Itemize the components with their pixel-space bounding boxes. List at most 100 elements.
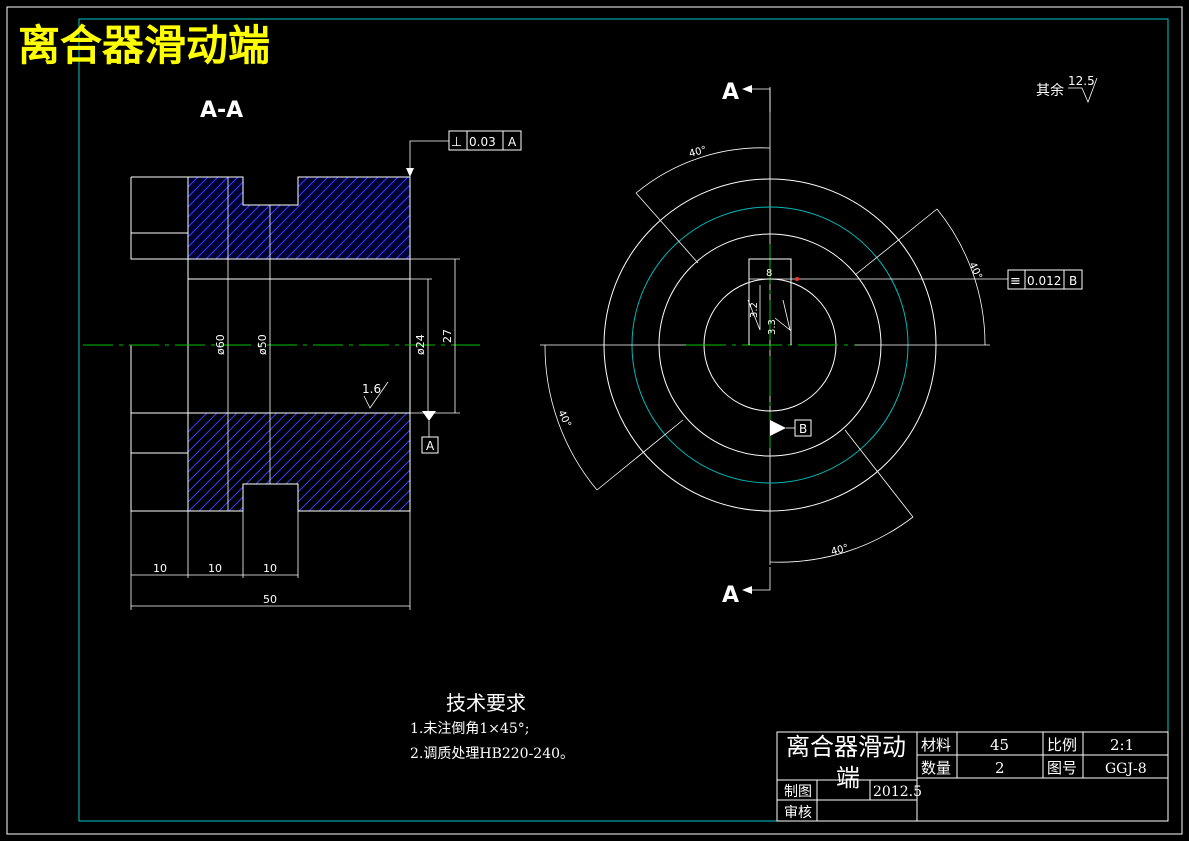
hatch-line (259, 177, 356, 259)
angle-label-2: 40° (966, 261, 983, 282)
section-label: A-A (200, 98, 243, 123)
hatch-line (389, 177, 410, 259)
hatch-line (188, 413, 296, 511)
hatch-line (319, 177, 410, 259)
hatch-line (460, 170, 555, 265)
hatch-line (339, 177, 410, 259)
hatch-line (188, 177, 216, 259)
inner-frame (78, 18, 1169, 822)
dim-10-c: 10 (263, 562, 277, 575)
hatch-line (309, 413, 410, 511)
hatch-line (188, 413, 226, 511)
hatch-line (409, 413, 410, 511)
hatch-line (490, 170, 585, 265)
keyway-width: 8 (766, 268, 772, 279)
hatch-line (289, 177, 386, 259)
end-view: A A 8 3.3 3.2 ≡ 0.012 B B 40 (540, 80, 1083, 608)
hatch-line (299, 413, 410, 511)
dim-d50: ø50 (256, 334, 269, 355)
hatch-line (359, 177, 410, 259)
sym-tolerance: 0.012 (1027, 274, 1061, 288)
hatch-line (399, 177, 410, 259)
hatch-line (188, 413, 276, 511)
hatch-line (229, 177, 326, 259)
tb-drawing-no-label: 图号 (1047, 759, 1077, 777)
perp-datum: A (508, 135, 517, 149)
hatch-line (349, 177, 410, 259)
hatch-line (249, 177, 346, 259)
title-block: 离合器滑动 端 材料 45 比例 2:1 数量 2 图号 GGJ-8 制图 20… (776, 731, 1169, 822)
tb-check-label: 审核 (784, 805, 812, 821)
tech-heading: 技术要求 (446, 691, 526, 715)
hatch-line (430, 405, 545, 520)
hatch-line (460, 405, 575, 520)
hatch-line (420, 405, 535, 520)
tb-quantity-value: 2 (995, 759, 1005, 777)
dim-27: 27 (441, 329, 454, 343)
surface-note-prefix: 其余 (1036, 82, 1064, 99)
tb-drawn-date: 2012.5 (873, 784, 922, 800)
tb-scale-label: 比例 (1047, 736, 1077, 754)
hatch-line (379, 177, 410, 259)
section-view: ø60 ø50 ø24 27 10 10 10 50 ⊥ 0.03 A A 1.… (83, 130, 585, 610)
hatch-line (188, 177, 246, 259)
roughness-bore: 1.6 (362, 382, 381, 396)
dim-d24: ø24 (414, 334, 427, 355)
tb-name-2: 端 (836, 764, 860, 792)
hatch-line (389, 413, 410, 511)
hatch-line (188, 177, 206, 259)
hatch-line (319, 413, 410, 511)
tb-quantity-label: 数量 (921, 759, 951, 777)
hatch-line (188, 413, 266, 511)
hatch-line (369, 177, 410, 259)
tb-material-value: 45 (990, 736, 1009, 754)
hatch-line (188, 177, 256, 259)
tb-name-1: 离合器滑动 (786, 733, 906, 761)
tb-drawing-no-value: GGJ-8 (1105, 761, 1147, 777)
dim-d60: ø60 (214, 334, 227, 355)
sym-symbol: ≡ (1010, 274, 1021, 289)
hatch-line (349, 413, 410, 511)
outer-frame (6, 6, 1183, 835)
tech-item-1: 1.未注倒角1×45°; (410, 721, 530, 737)
hatch-line (430, 170, 525, 265)
hatch-line (188, 413, 256, 511)
hatch-line (379, 413, 410, 511)
hatch-line (188, 413, 286, 511)
dim-10-a: 10 (153, 562, 167, 575)
hatch-line (399, 413, 410, 511)
hatch-line (269, 177, 366, 259)
cut-label-bottom: A (722, 583, 739, 608)
hatch-line (239, 177, 336, 259)
hatch-line (188, 413, 216, 511)
tb-material-label: 材料 (921, 736, 951, 754)
angle-label-1: 40° (688, 145, 708, 160)
hatch-line (420, 170, 515, 265)
hatch-line (289, 413, 406, 511)
hatch-line (450, 405, 565, 520)
hatch-line (369, 413, 410, 511)
angle-label-3: 40° (555, 409, 572, 430)
perp-tolerance: 0.03 (469, 135, 496, 149)
drawing-title: 离合器滑动端 (18, 21, 270, 70)
surface-note-value: 12.5 (1068, 74, 1095, 88)
hatch-line (188, 413, 246, 511)
section-bottom-outline (187, 412, 411, 512)
hatch-line (359, 413, 410, 511)
hatch-line (199, 413, 316, 511)
hatch-line (440, 405, 555, 520)
perp-symbol: ⊥ (451, 135, 462, 150)
hatch-line (329, 413, 410, 511)
sym-datum: B (1069, 274, 1077, 288)
dim-10-b: 10 (208, 562, 222, 575)
hatch-line (188, 177, 236, 259)
hatch-line (188, 177, 196, 259)
hatch-line (309, 177, 406, 259)
dim-50: 50 (263, 593, 277, 606)
hatch-line (209, 413, 326, 511)
datum-b-label: B (799, 422, 807, 436)
tech-item-2: 2.调质处理HB220-240。 (410, 746, 574, 762)
hatch-line (188, 177, 226, 259)
angle-label-4: 40° (830, 543, 850, 558)
